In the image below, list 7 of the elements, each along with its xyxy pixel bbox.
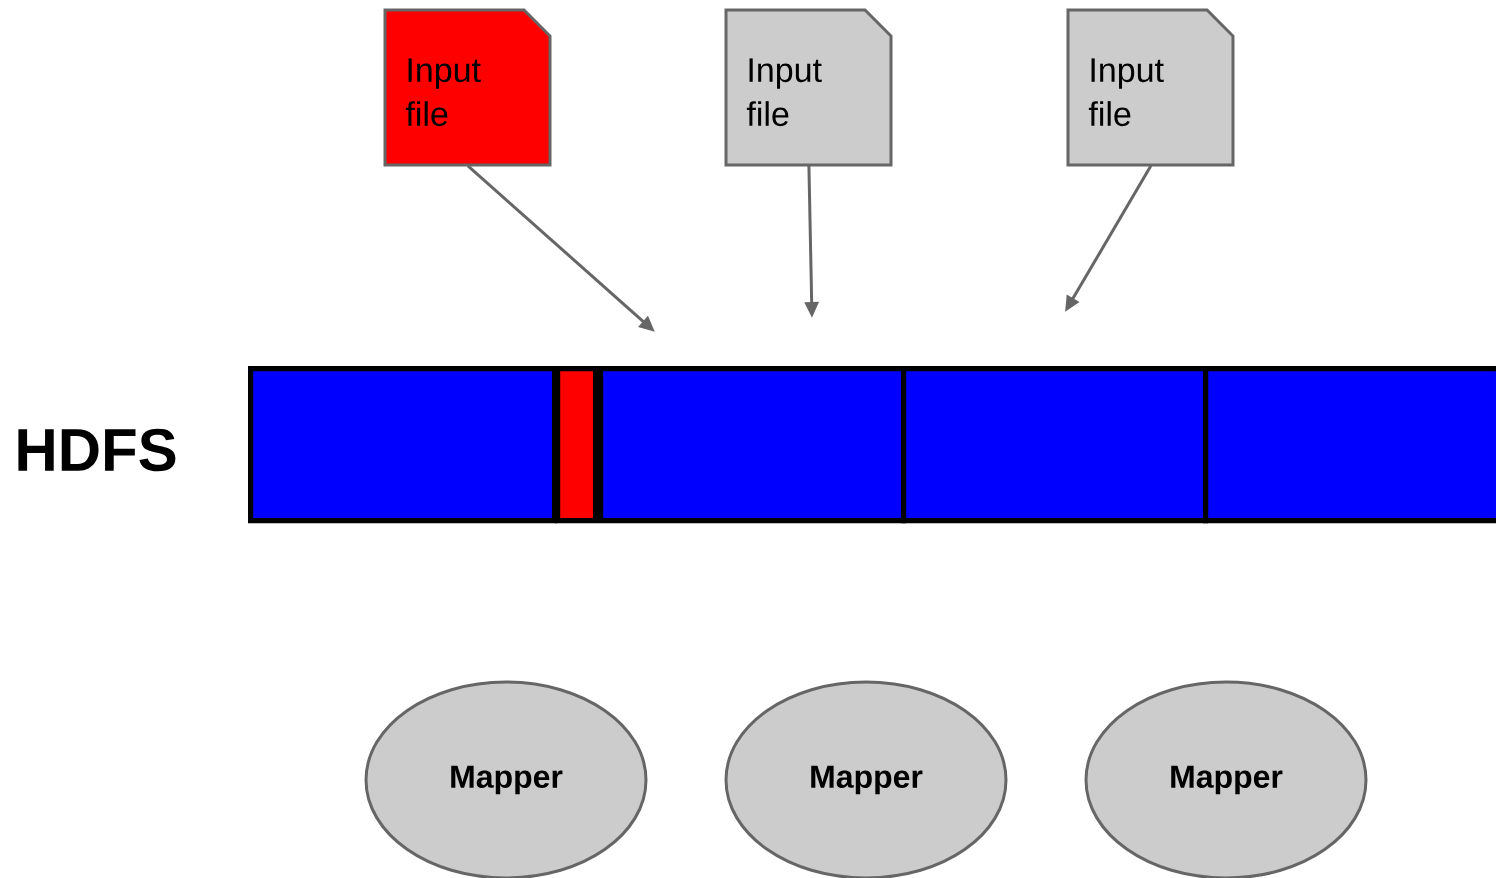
file-box: Input file [383,8,552,167]
side-label: HDFS [18,428,176,472]
storage-block [1203,366,1496,524]
file-box: Input file [724,8,893,167]
storage-block [555,366,599,524]
file-box: Input file [1066,8,1235,167]
storage-block [248,366,558,524]
